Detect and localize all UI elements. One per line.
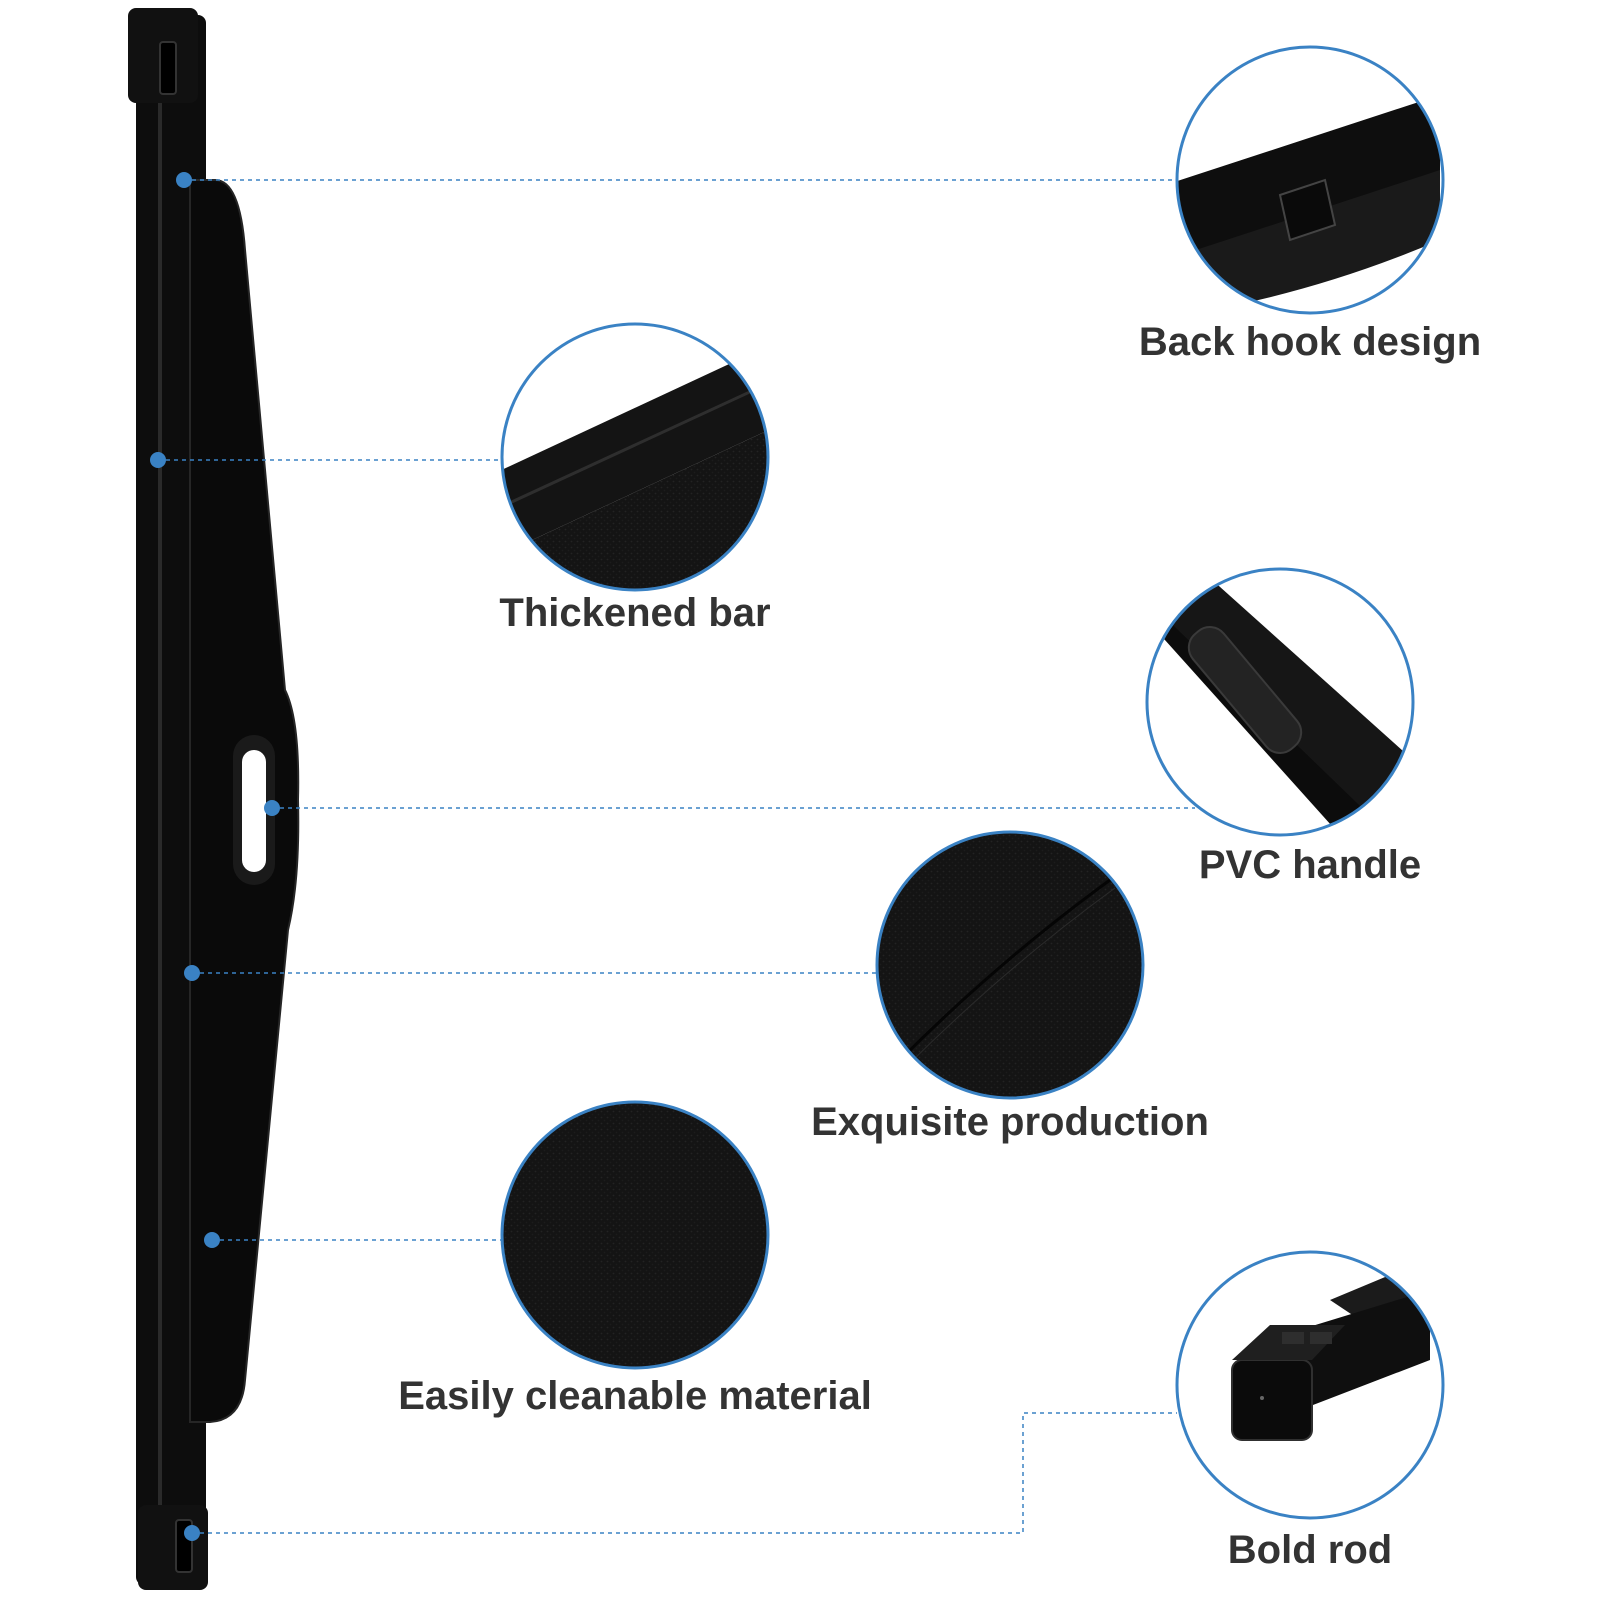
dot-bold-rod [184,1525,200,1541]
dot-thickened-bar [150,452,166,468]
label-easily-cleanable-material: Easily cleanable material [398,1374,872,1418]
label-bold-rod: Bold rod [1227,1528,1393,1572]
cover-rod [136,15,206,1585]
label-exquisite-production: Exquisite production [811,1100,1209,1144]
leader-lines [158,179,1195,1534]
leader-line-bold-rod [192,1412,1177,1534]
rod-edge-highlight [158,40,162,1560]
rod-bottom-cap [138,1505,208,1590]
label-pvc-handle: PVC handle [1198,843,1422,887]
back-hook-closeup-icon [1175,45,1445,315]
pvc-handle-hole [242,750,266,872]
fabric-material-closeup-icon [500,1100,770,1370]
label-thickened-bar: Thickened bar [499,591,771,635]
dot-exquisite [184,965,200,981]
dot-pvc-handle [264,800,280,816]
dot-material [204,1232,220,1248]
dot-back-hook [176,172,192,188]
label-back-hook-design: Back hook design [1138,320,1482,364]
cargo-cover-product [128,8,300,1590]
pvc-handle-closeup-icon [1145,567,1415,837]
fabric-seam-closeup-icon [875,830,1145,1100]
thickened-bar-closeup-icon [500,322,770,592]
leader-dots [150,172,280,1541]
bold-rod-end-closeup-icon [1175,1250,1445,1520]
rod-top-slot [159,41,177,95]
